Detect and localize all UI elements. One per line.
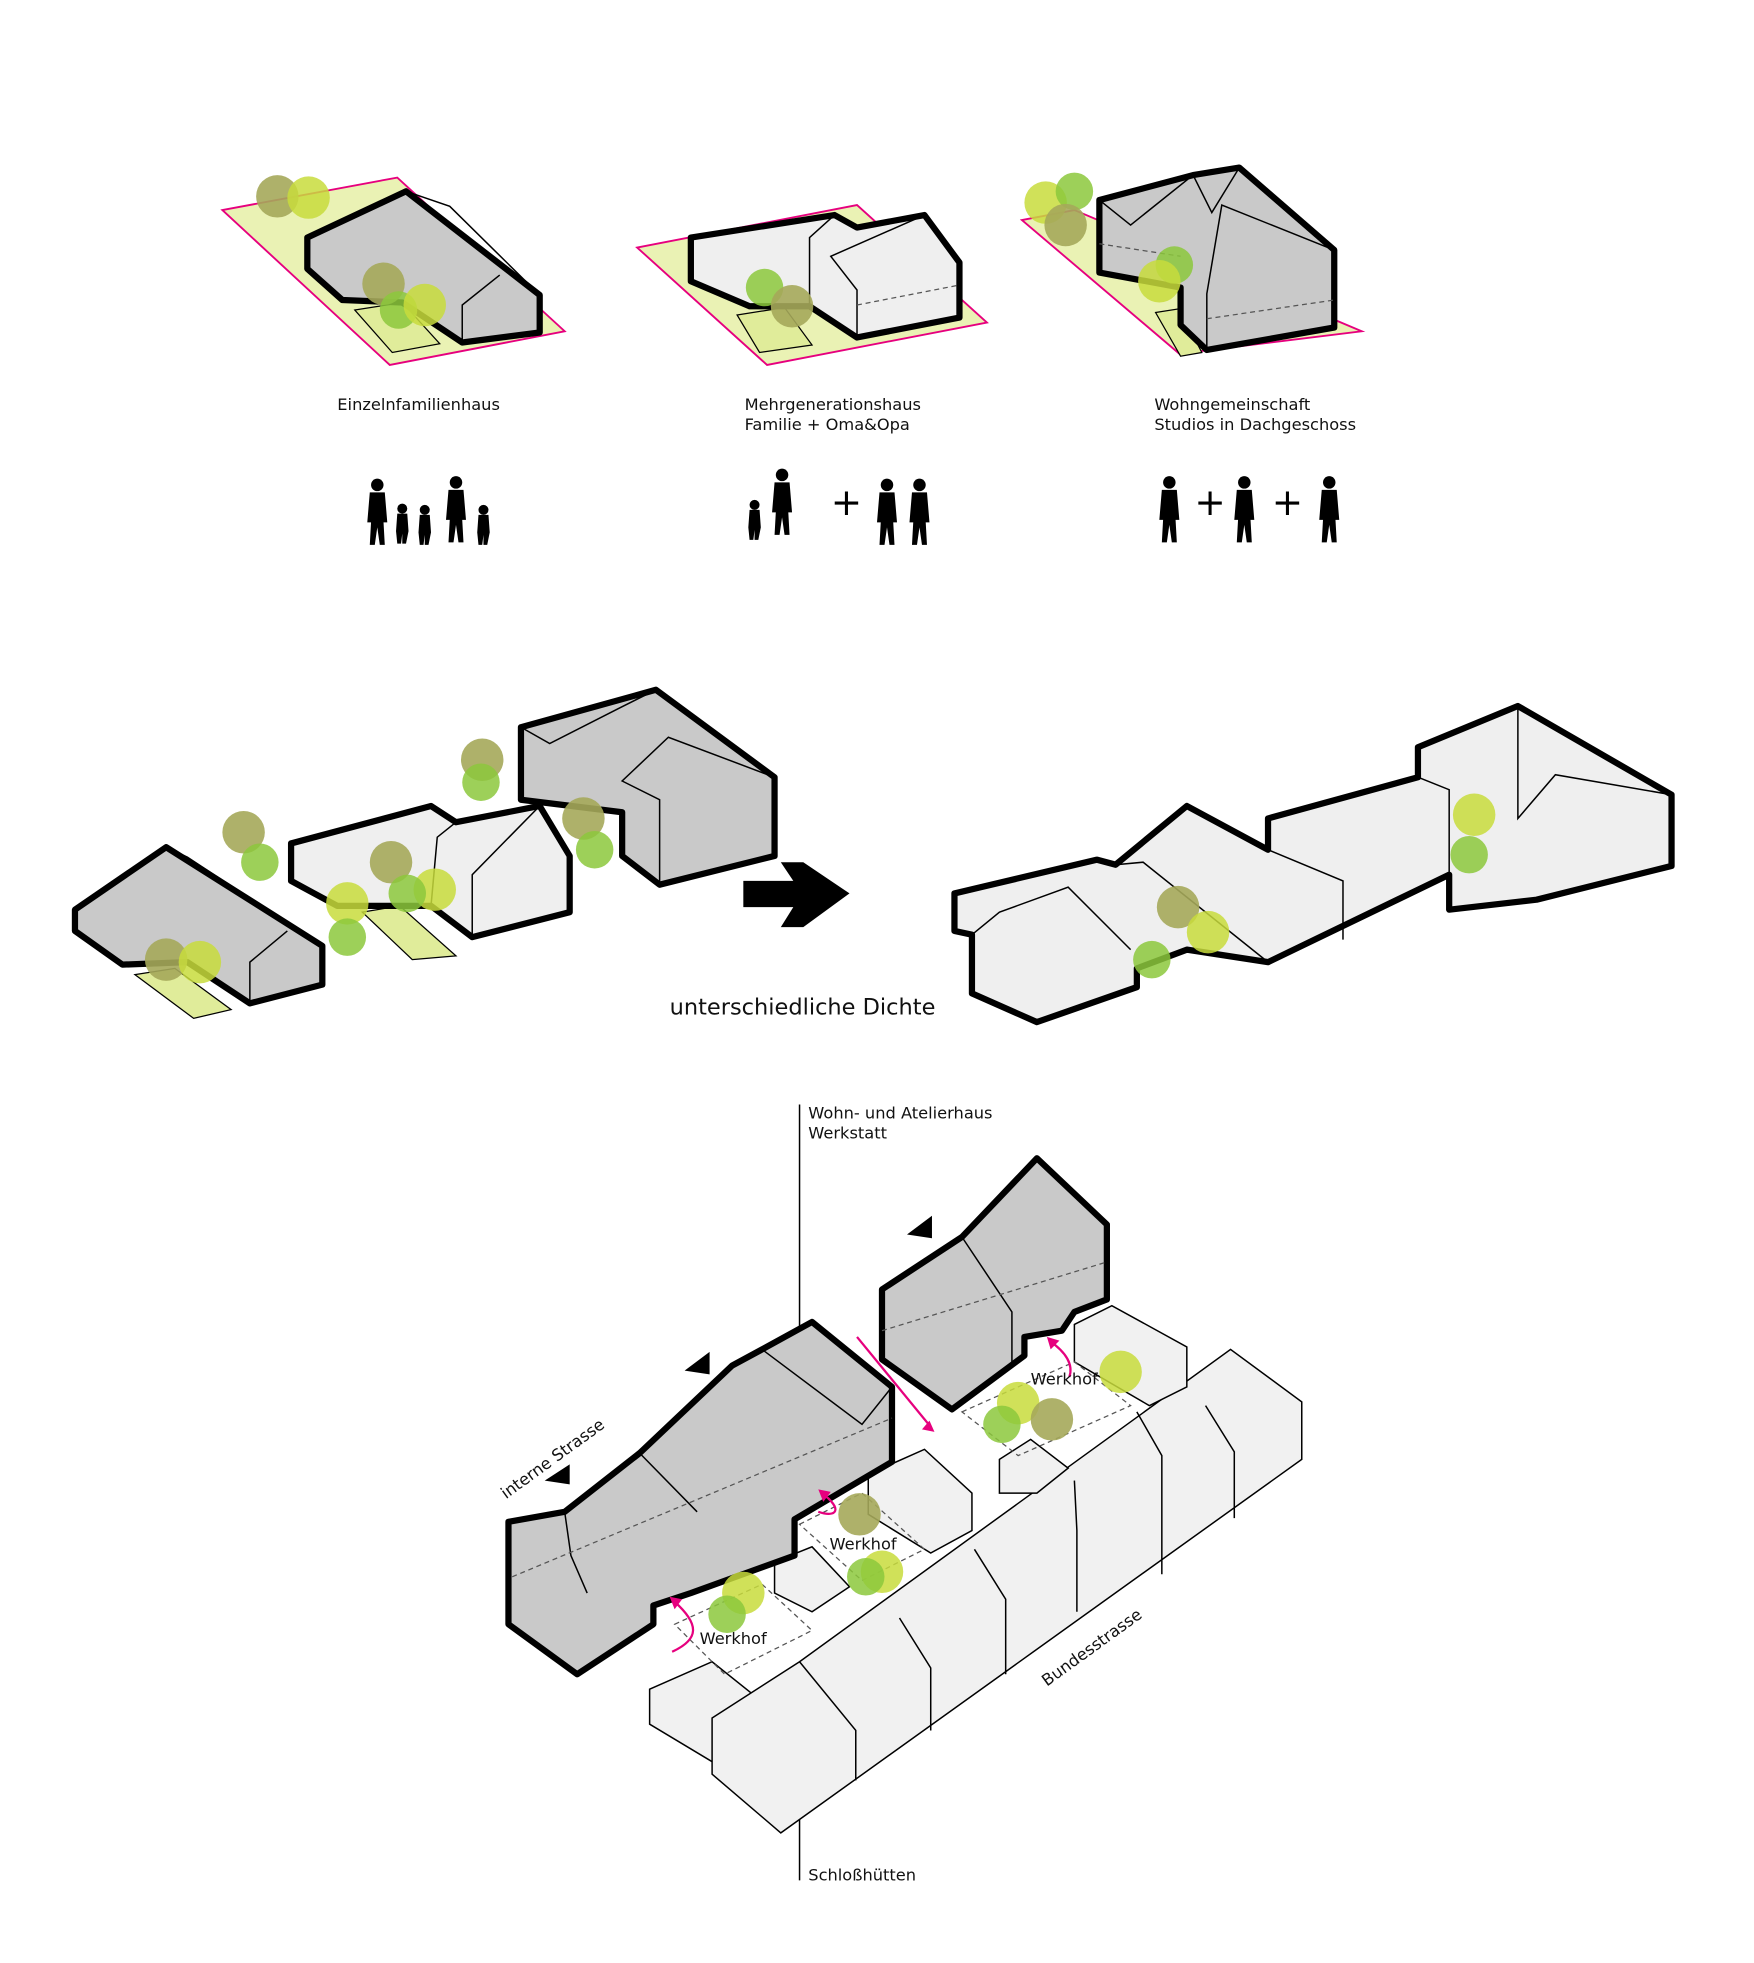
density-caption: unterschiedliche Dichte bbox=[670, 995, 936, 1021]
high-density-houses bbox=[951, 702, 1675, 1026]
label-workshop: Werkstatt bbox=[808, 1123, 887, 1142]
type-title-single-family: Einzelnfamilienhaus bbox=[337, 395, 500, 414]
type-subtitle-multigenerational: Familie + Oma&Opa bbox=[745, 415, 910, 434]
new-building-studio-houses bbox=[505, 1155, 1110, 1678]
type-title-shared-flat: Wohngemeinschaft bbox=[1154, 395, 1310, 414]
type-subtitle-shared-flat: Studios in Dachgeschoss bbox=[1154, 415, 1356, 434]
family-silhouettes-icon bbox=[367, 476, 490, 545]
house-single-family bbox=[220, 175, 567, 366]
house-shared-flat bbox=[1019, 164, 1366, 357]
plus-sign: + bbox=[831, 480, 862, 524]
plus-sign: + bbox=[1194, 480, 1225, 524]
courtyard-label: Werkhof bbox=[1031, 1369, 1099, 1388]
low-density-houses bbox=[71, 686, 778, 1020]
section-markers-icon bbox=[544, 1215, 932, 1485]
house-multigenerational bbox=[635, 204, 989, 366]
arrow-right-icon bbox=[743, 862, 850, 928]
label-studio-house: Wohn- und Atelierhaus bbox=[808, 1103, 992, 1122]
type-title-multigenerational: Mehrgenerationshaus bbox=[745, 395, 921, 414]
courtyard-label: Werkhof bbox=[830, 1534, 898, 1553]
shared-flat-silhouettes-icon bbox=[1159, 476, 1340, 543]
plus-sign: + bbox=[1272, 480, 1303, 524]
courtyard-label: Werkhof bbox=[700, 1629, 768, 1648]
access-arrows bbox=[669, 1336, 1072, 1653]
label-schlosshuetten: Schloßhütten bbox=[808, 1865, 916, 1884]
